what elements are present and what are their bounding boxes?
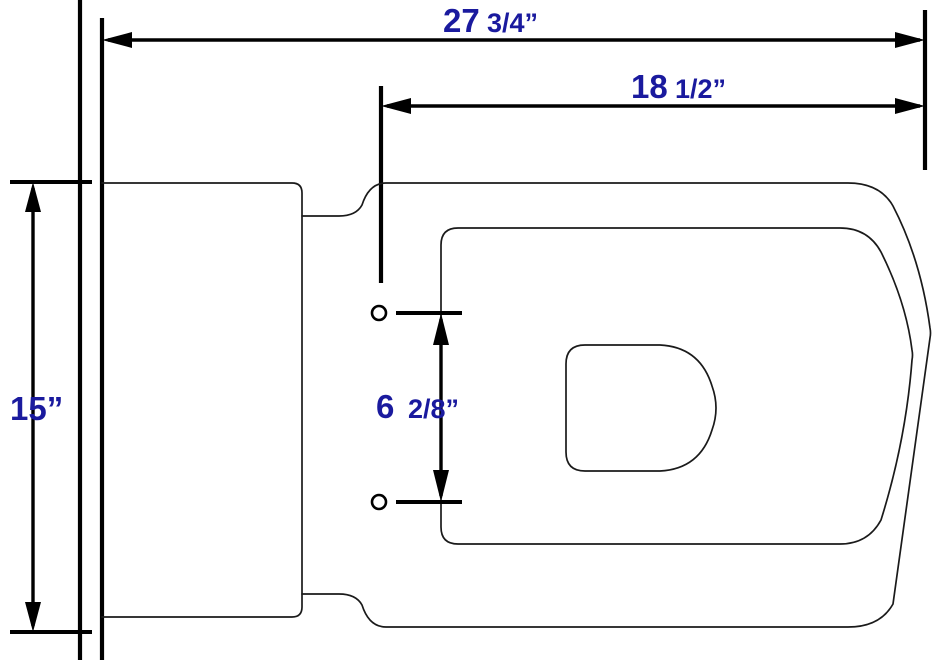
dimension-label-bolt-spread-whole: 6 bbox=[376, 388, 394, 425]
dimension-bowl-depth: 18 1/2” bbox=[381, 68, 925, 114]
seat-ring-outline bbox=[440, 227, 914, 545]
arrowhead-right-bowl-depth bbox=[895, 98, 925, 114]
dimension-label-bowl-depth-whole: 18 bbox=[631, 68, 668, 105]
bowl-outer-body-outline bbox=[301, 182, 932, 628]
bowl-opening-outline bbox=[565, 344, 717, 472]
dimension-label-overall-depth-fraction: 3/4” bbox=[487, 8, 538, 38]
dimension-overall-width: 15” bbox=[10, 180, 92, 634]
dimension-label-bowl-depth-fraction: 1/2” bbox=[675, 74, 726, 104]
dimension-label-overall-width: 15” bbox=[10, 390, 63, 427]
bolt-hole-top bbox=[370, 304, 388, 322]
arrowhead-bottom-bolt-spread bbox=[433, 470, 449, 502]
arrowhead-left-overall-depth bbox=[102, 32, 132, 48]
arrowhead-bottom-overall-width bbox=[25, 602, 41, 632]
dimension-label-overall-depth-whole: 27 bbox=[443, 2, 480, 39]
dimension-bolt-spread: 6 2/8” bbox=[376, 311, 462, 504]
arrowhead-right-overall-depth bbox=[895, 32, 925, 48]
arrowhead-top-overall-width bbox=[25, 182, 41, 212]
arrowhead-left-bowl-depth bbox=[381, 98, 411, 114]
arrowhead-top-bolt-spread bbox=[433, 313, 449, 345]
dimension-label-bolt-spread-fraction: 2/8” bbox=[408, 394, 459, 424]
dimension-overall-depth: 27 3/4” bbox=[102, 2, 925, 48]
bolt-hole-bottom bbox=[370, 493, 388, 511]
tank-body-outline bbox=[101, 182, 303, 618]
